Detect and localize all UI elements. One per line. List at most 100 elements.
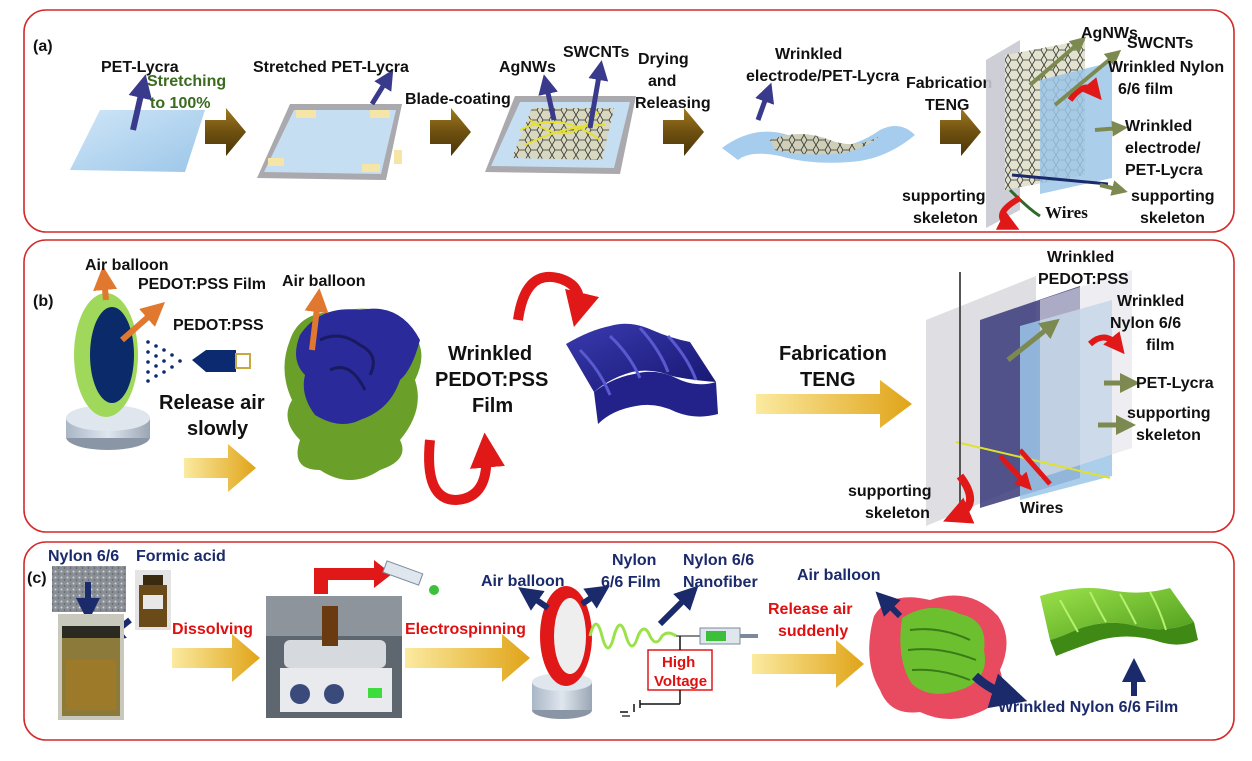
rotate-arrow-a-bottom [995,195,1022,230]
panel-c-frame [23,541,1235,741]
pedot-label: PEDOT:PSS [173,317,264,334]
coated-frame [485,96,636,174]
dissolving-beaker-photo [58,614,124,720]
air-balloon-c-label: Air balloon [481,573,565,590]
air-balloon-2-label: Air balloon [282,273,366,290]
deflated-balloon [284,308,422,480]
wrinkled-electrode-label-2: electrode/PET-Lycra [746,68,899,85]
high-voltage-label: High [662,654,695,671]
electrospinning-setup [532,586,758,719]
blade-coating-label: Blade-coating [405,91,511,108]
rotate-arrow-b-right [1087,331,1125,355]
r-elec-pointer [1094,120,1128,137]
teng-device-a [986,40,1112,228]
wrinkled-pedot-label-3: Film [472,395,513,417]
sprayer [146,340,251,383]
r-swcnts-label: SWCNTs [1127,35,1193,52]
l-skeleton-label: supporting [902,188,986,205]
r-skeleton-label-2: skeleton [1140,210,1205,227]
r-nylon-b-label-3: film [1146,337,1174,354]
r-nylon-b-label: Wrinkled [1117,293,1184,310]
process-arrow-a1 [205,108,246,156]
pedot-wave [566,323,718,424]
swcnts-pointer [587,60,609,129]
release-sudden-label: Release air [768,601,853,618]
panel-c-tag: (c) [27,570,47,587]
r-pedot-label-2: PEDOT:PSS [1038,271,1129,288]
wrinkled-electrode-pointer [755,82,775,121]
air-balloon-c-pointer [518,587,550,611]
fab-teng-label-2: TENG [925,97,969,114]
panel-b-frame [23,239,1235,533]
r-nylon-label-2: 6/6 film [1118,81,1173,98]
l-skeleton-label-2: skeleton [913,210,978,227]
stretched-frame [257,104,402,180]
rotate-arrow-b-left [943,473,975,524]
rotate-arrow-b-bottom [424,432,505,506]
r-agnws-label: AgNWs [1081,25,1138,42]
release-slow-label-2: slowly [187,418,249,440]
r-elec-label-2: electrode/ [1125,140,1201,157]
l-skeleton-b-label: supporting [848,483,932,500]
release-slow-label: Release air [159,392,265,414]
air-balloon-c2-label: Air balloon [797,567,881,584]
agnws-label: AgNWs [499,59,556,76]
r-swcnts-pointer [1053,49,1122,107]
dissolving-label: Dissolving [172,621,253,638]
process-arrow-b1 [184,444,256,492]
rotate-arrow-a-top [1067,77,1102,102]
pedot-film-pointer [120,302,165,343]
r-pet-label: PET-Lycra [1136,375,1214,392]
stretching-label-2: to 100% [150,95,210,112]
r-elec-label-3: PET-Lycra [1125,162,1203,179]
drying-label: Drying [638,51,689,68]
air-balloon-2-pointer [304,288,329,351]
process-arrow-a2 [430,108,471,156]
stretched-pointer [369,69,394,106]
r-skeleton-label: supporting [1131,188,1215,205]
fab-teng-b-label: Fabrication [779,343,887,365]
r-skeleton-b-label: supporting [1127,405,1211,422]
nanofiber-pointer [657,585,699,627]
process-arrow-b2 [756,380,912,428]
rotate-arrow-b-top [513,271,600,328]
high-voltage-label-2: Voltage [654,673,707,690]
wires-label-a: Wires [1045,203,1088,222]
stretching-label: Stretching [147,73,226,90]
formic-acid-label: Formic acid [136,548,226,565]
wrinkled-pedot-label-2: PEDOT:PSS [435,369,548,391]
wires-b-pointer [998,448,1052,484]
wrinkled-pedot-label: Wrinkled [448,343,532,365]
formic-acid-bottle [135,570,171,630]
wrinkled-electrode-sheet [722,126,915,163]
panel-a-frame [23,9,1235,233]
r-nylon-label: Wrinkled Nylon [1108,59,1224,76]
nylon-wave [1040,588,1198,656]
syringe-top [382,560,439,595]
r-pedot-pointer [1006,318,1060,362]
fab-teng-b-label-2: TENG [800,369,856,391]
r-pedot-label: Wrinkled [1047,249,1114,266]
air-balloon-c2-pointer [875,591,903,619]
nanofiber-label: Nylon 6/6 [683,552,754,569]
pet-lycra-label: PET-Lycra [101,59,179,76]
process-arrow-c1 [172,634,260,682]
nylon-film-pointer [580,585,610,609]
process-arrow-c3 [752,640,864,688]
agnws-pointer [538,74,558,121]
transfer-red-arrow [314,560,392,594]
drying-label-3: Releasing [635,95,711,112]
process-arrow-a3 [663,108,704,156]
process-arrow-c2 [405,634,530,682]
air-balloon-pointer [93,266,118,301]
panel-a-tag: (a) [33,38,53,55]
stirrer-photo [266,596,402,718]
nylon-label: Nylon 6/6 [48,548,119,565]
pet-lycra-pointer [128,74,153,131]
fab-teng-label: Fabrication [906,75,992,92]
process-arrow-a4 [940,108,981,156]
nanofiber-label-2: Nanofiber [683,574,758,591]
swcnts-label: SWCNTs [563,44,629,61]
r-skeleton-b-label-2: skeleton [1136,427,1201,444]
